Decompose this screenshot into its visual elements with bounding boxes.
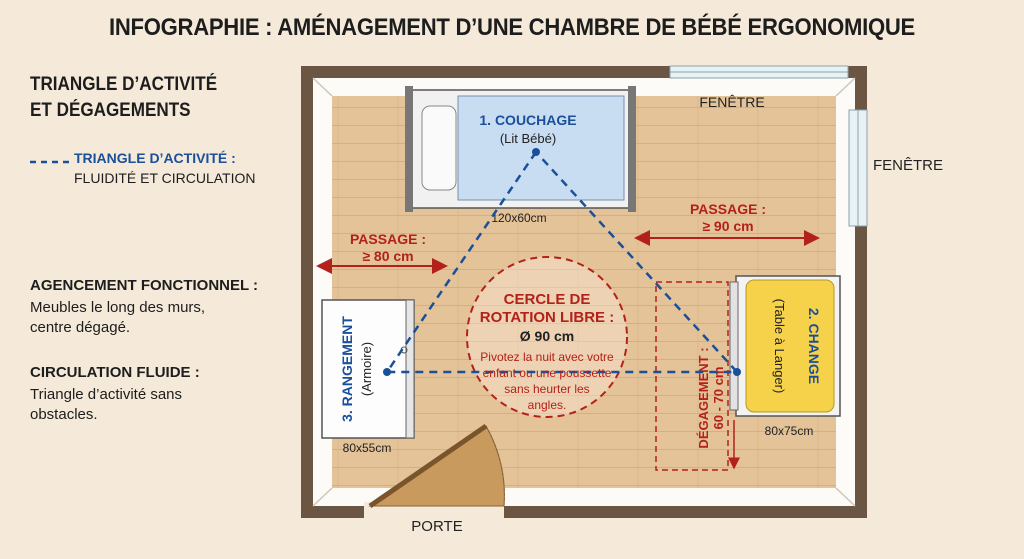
changing-sub: (Table à Langer) — [772, 299, 787, 394]
agencement-title: AGENCEMENT FONCTIONNEL : — [30, 277, 259, 294]
circulation-line1: Triangle d’activité sans — [30, 386, 183, 403]
crib-sub: (Lit Bébé) — [500, 131, 556, 146]
sidebar-heading-line2: ET DÉGAGEMENTS — [30, 100, 191, 121]
crib-node — [532, 148, 540, 156]
crib-size: 120x60cm — [491, 211, 546, 225]
activity-triangle — [383, 148, 741, 376]
changing-node — [733, 368, 741, 376]
passage-right-line1: PASSAGE : — [690, 201, 766, 217]
legend-subtitle: FLUIDITÉ ET CIRCULATION — [74, 170, 256, 186]
circle-line2: ROTATION LIBRE : — [480, 309, 614, 326]
crib-name: 1. COUCHAGE — [479, 112, 576, 128]
circulation-title: CIRCULATION FLUIDE : — [30, 364, 200, 381]
crib — [405, 86, 636, 212]
window-right-label: FENÊTRE — [873, 157, 943, 174]
window-top-label: FENÊTRE — [699, 94, 764, 110]
circle-desc1: Pivotez la nuit avec votre — [480, 350, 614, 364]
circle-diameter: Ø 90 cm — [520, 328, 574, 344]
legend-dash-icon — [30, 160, 70, 164]
right-window — [848, 109, 868, 227]
page-title: INFOGRAPHIE : AMÉNAGEMENT D’UNE CHAMBRE … — [108, 14, 916, 41]
agencement-line2: centre dégagé. — [30, 319, 131, 336]
circle-desc4: angles. — [528, 398, 567, 412]
top-window — [669, 65, 849, 79]
sidebar-heading-line1: TRIANGLE D’ACTIVITÉ — [30, 74, 218, 95]
circle-line1: CERCLE DE — [504, 291, 591, 308]
storage-name: 3. RANGEMENT — [339, 316, 355, 422]
rotation-circle — [466, 256, 628, 418]
agencement-line1: Meubles le long des murs, — [30, 299, 206, 316]
clearance-label-line1: DÉGAGEMENT : — [696, 347, 711, 448]
changing-size: 80x75cm — [765, 424, 814, 438]
storage — [321, 299, 415, 439]
passage-right-line2: ≥ 90 cm — [702, 218, 753, 234]
circle-desc2: enfant ou une poussette — [483, 366, 612, 380]
door — [364, 423, 505, 522]
passage-left-line1: PASSAGE : — [350, 231, 426, 247]
legend-title: TRIANGLE D’ACTIVITÉ : — [74, 150, 236, 166]
door-label: PORTE — [411, 518, 462, 535]
passage-left-line2: ≥ 80 cm — [362, 248, 413, 264]
clearance-zone — [655, 281, 729, 471]
changing-table — [729, 275, 841, 417]
storage-sub: (Armoire) — [359, 342, 374, 396]
circulation-line2: obstacles. — [30, 406, 98, 423]
clearance-label-line2: 60 - 70 cm — [711, 367, 726, 430]
circle-desc3: sans heurter les — [504, 382, 589, 396]
storage-node — [383, 368, 391, 376]
storage-size: 80x55cm — [343, 441, 392, 455]
changing-name: 2. CHANGE — [806, 308, 822, 384]
